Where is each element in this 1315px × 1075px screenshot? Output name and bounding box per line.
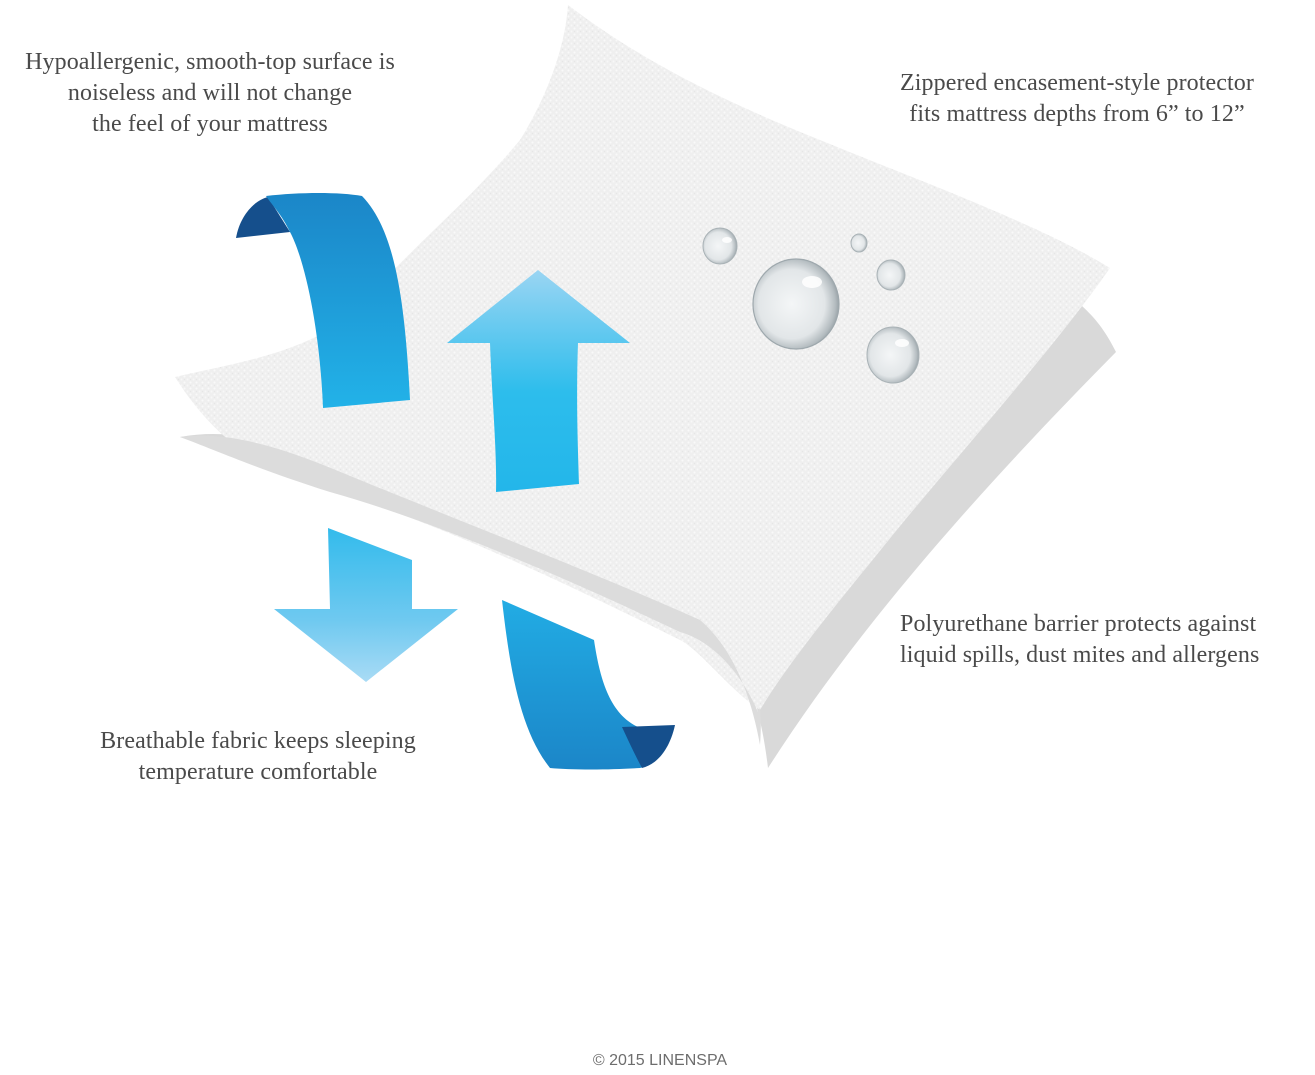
caption-line: Zippered encasement-style protector: [899, 70, 1254, 96]
airflow-arrow-up: [447, 270, 630, 492]
curved-ribbon-arrow-bottom: [502, 600, 675, 770]
caption-line: Breathable fabric keeps sleeping: [100, 728, 416, 754]
copyright-notice: © 2015 LINENSPA: [592, 1052, 728, 1069]
caption-line: the feel of your mattress: [92, 111, 328, 137]
caption-breathable: Breathable fabric keeps sleeping tempera…: [58, 726, 458, 788]
curved-ribbon-arrow-top: [236, 193, 410, 408]
caption-line: Hypoallergenic, smooth-top surface is: [25, 49, 395, 75]
fabric-sheet-top: [175, 5, 1110, 710]
caption-line: liquid spills, dust mites and allergens: [900, 642, 1260, 668]
caption-line: noiseless and will not change: [67, 80, 353, 106]
caption-hypoallergenic: Hypoallergenic, smooth-top surface is no…: [0, 47, 420, 140]
airflow-arrow-down: [274, 528, 458, 682]
caption-line: temperature comfortable: [138, 759, 378, 785]
caption-line: fits mattress depths from 6” to 12”: [909, 101, 1245, 127]
caption-zippered: Zippered encasement-style protector fits…: [872, 68, 1282, 130]
caption-polyurethane: Polyurethane barrier protects against li…: [900, 609, 1315, 671]
caption-line: Polyurethane barrier protects against: [900, 611, 1257, 637]
water-droplets: [702, 227, 920, 384]
